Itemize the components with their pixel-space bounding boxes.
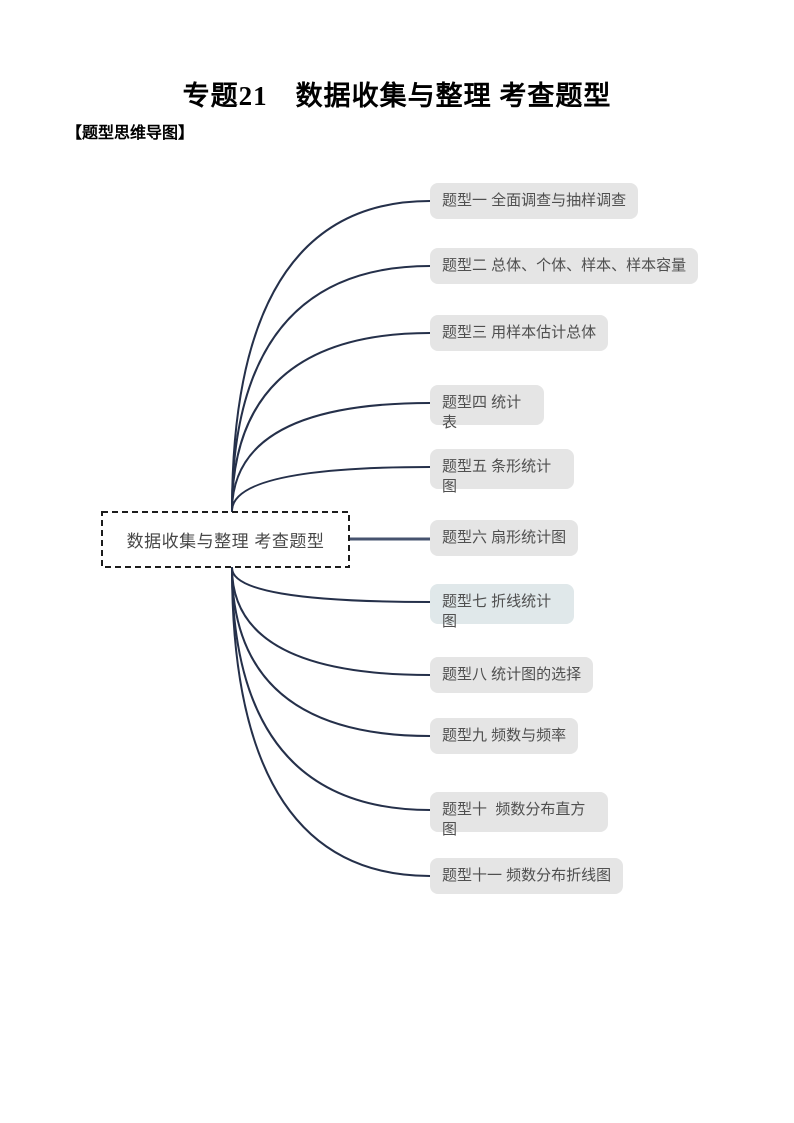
root-node-label: 数据收集与整理 考查题型	[126, 532, 325, 551]
root-node-dashed-border	[101, 511, 350, 568]
mindmap-node-11: 题型十一 频数分布折线图	[430, 858, 624, 894]
mindmap-node-8: 题型八 统计图的选择	[430, 657, 594, 693]
branch-curve-4	[231, 402, 431, 512]
mindmap-node-9: 题型九 频数与频率	[430, 718, 579, 754]
branch-curve-11	[231, 567, 431, 877]
mindmap-node-1: 题型一 全面调查与抽样调查	[430, 183, 639, 219]
branch-curve-9	[231, 567, 431, 737]
branch-curve-7	[231, 567, 431, 603]
mindmap-node-10: 题型十 频数分布直方图	[430, 792, 608, 838]
page-title: 专题21 数据收集与整理 考查题型	[182, 81, 612, 111]
mindmap-node-6: 题型六 扇形统计图	[430, 520, 579, 556]
mindmap-root-node: 数据收集与整理 考查题型	[101, 511, 350, 568]
mindmap-node-5: 题型五 条形统计图	[430, 449, 574, 495]
branch-curve-3	[231, 332, 431, 512]
branch-curve-2	[231, 265, 431, 512]
mindmap-node-2: 题型二 总体、个体、样本、样本容量	[430, 248, 699, 284]
branch-curve-10	[231, 567, 431, 811]
mindmap-node-7: 题型七 折线统计图	[430, 584, 574, 630]
branch-curve-5	[231, 466, 431, 512]
branch-curve-1	[231, 200, 431, 512]
section-heading: 【题型思维导图】	[66, 125, 195, 142]
mindmap-node-3: 题型三 用样本估计总体	[430, 315, 609, 351]
mindmap-node-4: 题型四 统计表	[430, 385, 544, 431]
branch-curve-8	[231, 567, 431, 676]
